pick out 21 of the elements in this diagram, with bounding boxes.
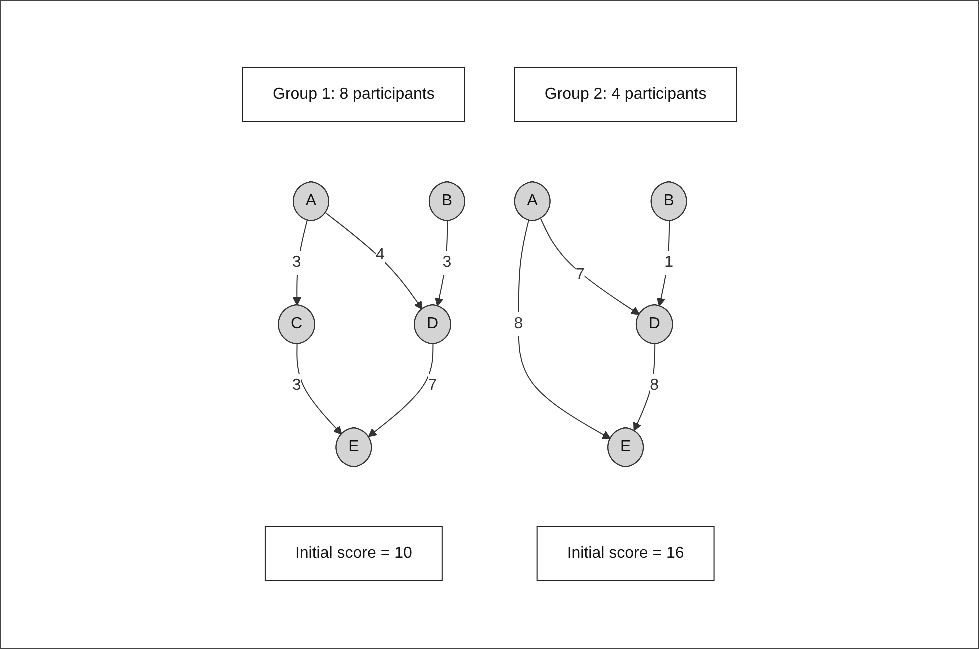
arrow	[368, 344, 434, 438]
arrow	[325, 212, 423, 310]
node-box: Initial score = 16	[536, 526, 714, 582]
arrow	[296, 344, 342, 436]
edge-label: 3	[292, 254, 301, 271]
arrow	[633, 344, 656, 432]
edge-label: 3	[442, 254, 452, 271]
edge-label: 8	[514, 316, 523, 332]
arrow	[518, 220, 611, 440]
arrow	[656, 221, 670, 307]
edge-label: 7	[575, 266, 584, 284]
node-box: Group 1: 8 participants	[242, 68, 465, 122]
arrow	[540, 218, 640, 316]
edge-label: 4	[376, 246, 385, 264]
arrow	[434, 221, 448, 307]
node-box: Initial score = 10	[264, 526, 443, 582]
edge-label: 8	[650, 377, 659, 394]
edge-label: 3	[292, 377, 301, 394]
edge-label: 1	[664, 254, 674, 271]
node-box: Group 2: 4 participants	[514, 68, 737, 122]
edge-label: 7	[428, 377, 437, 394]
